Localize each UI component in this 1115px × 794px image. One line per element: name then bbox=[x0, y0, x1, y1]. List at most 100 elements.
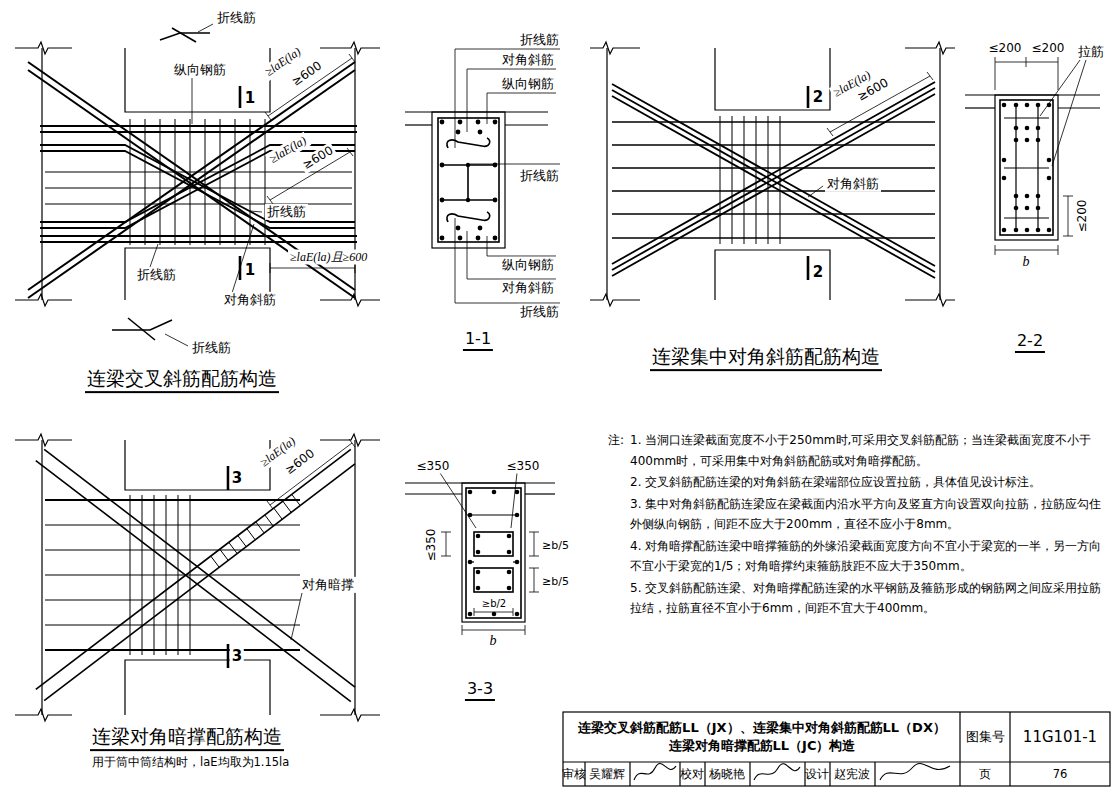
signature bbox=[634, 763, 676, 780]
dimension: ≥b/5 bbox=[540, 539, 571, 553]
dimension-line bbox=[511, 473, 517, 528]
section-outline bbox=[405, 124, 432, 125]
leader-line bbox=[487, 93, 556, 124]
diagonal-bar bbox=[612, 84, 935, 266]
stirrup bbox=[205, 119, 206, 245]
dimension-line bbox=[267, 196, 273, 204]
wall-outline bbox=[125, 48, 270, 112]
bar-dot bbox=[440, 236, 445, 241]
tie-bar bbox=[1004, 104, 1049, 232]
diagonal-bar bbox=[612, 96, 935, 278]
bar-label: 折线筋 bbox=[518, 168, 561, 184]
longitudinal-bar bbox=[45, 500, 300, 650]
bar-dot bbox=[493, 236, 498, 241]
tie-bar bbox=[467, 165, 469, 200]
dimension-line bbox=[462, 625, 463, 635]
leader-line bbox=[250, 211, 262, 212]
tie-bar bbox=[447, 212, 490, 222]
bar-label: 拉筋 bbox=[1076, 44, 1106, 60]
bar-label: 对角斜筋 bbox=[500, 280, 556, 296]
dimension-line bbox=[349, 439, 355, 447]
bar-dot bbox=[507, 586, 512, 591]
bar-dot bbox=[468, 490, 520, 617]
dimension-line bbox=[1068, 196, 1069, 236]
note: 2. 交叉斜筋配筋连梁的对角斜筋在梁端部位应设置拉筋，具体值见设计标注。 bbox=[628, 472, 1110, 493]
section-mark: 2 bbox=[811, 88, 825, 107]
waist-bar bbox=[45, 599, 300, 600]
dimension-line bbox=[995, 67, 996, 90]
bar-label: 纵向钢筋 bbox=[500, 76, 556, 92]
wall-outline bbox=[15, 434, 380, 721]
title-block-grid bbox=[704, 762, 705, 786]
dimension-line bbox=[474, 612, 513, 613]
leader-line bbox=[165, 334, 188, 346]
brace-hoop bbox=[256, 522, 264, 533]
leader-line bbox=[470, 164, 560, 165]
figure-title: 连梁对角暗撑配筋构造 bbox=[90, 725, 284, 751]
dimension-line bbox=[995, 62, 1058, 63]
note: 4. 对角暗撑配筋连梁中暗撑箍筋的外缘沿梁截面宽度方向不宜小于梁宽的一半，另一方… bbox=[628, 536, 1110, 577]
section-outline bbox=[965, 107, 995, 108]
bar-dot bbox=[476, 586, 481, 591]
dimension: ≤350 bbox=[505, 459, 542, 474]
section-title: 2-2 bbox=[1015, 331, 1045, 353]
stirrup bbox=[235, 119, 236, 245]
section-line bbox=[807, 86, 810, 280]
wall-outline bbox=[125, 440, 270, 490]
stirrup bbox=[780, 116, 781, 244]
longitudinal-bar bbox=[40, 131, 357, 133]
wall-outline bbox=[41, 48, 42, 300]
dimension-line bbox=[265, 54, 355, 273]
section-mark: 3 bbox=[230, 647, 244, 666]
longitudinal-bar bbox=[40, 125, 357, 127]
wall-outline bbox=[590, 294, 640, 306]
waist-bar bbox=[45, 624, 300, 625]
bar-dot bbox=[1025, 103, 1030, 108]
wall-outline bbox=[715, 250, 830, 300]
dimension-line bbox=[441, 556, 451, 557]
dimension-line bbox=[995, 250, 1058, 251]
bar-label: 对角斜筋 bbox=[500, 52, 556, 68]
section-mark: 3 bbox=[230, 469, 244, 488]
wall-outline bbox=[15, 434, 72, 446]
bar-dot bbox=[1047, 158, 1052, 163]
bar-dot bbox=[507, 570, 512, 575]
dimension-line bbox=[270, 268, 355, 269]
diagonal-bar bbox=[612, 94, 935, 276]
diagonal-bar bbox=[612, 82, 935, 278]
wall-outline bbox=[590, 42, 640, 54]
section-outline bbox=[432, 112, 505, 248]
dimension-line bbox=[265, 112, 271, 120]
diagonal-bar bbox=[612, 90, 935, 272]
bar-dot bbox=[476, 570, 481, 575]
bent-bar-symbol bbox=[128, 318, 155, 340]
dimension-line bbox=[513, 608, 514, 616]
section-title: 3-3 bbox=[465, 679, 495, 701]
bar-dot bbox=[507, 550, 512, 555]
bar-dot bbox=[440, 120, 445, 125]
section-outline bbox=[462, 483, 525, 622]
wall-outline bbox=[320, 294, 380, 306]
tie-bar bbox=[1004, 167, 1049, 168]
dimension-line bbox=[995, 57, 996, 67]
note: 5. 交叉斜筋配筋连梁、对角暗撑配筋连梁的水平钢筋及箍筋形成的钢筋网之间应采用拉… bbox=[628, 578, 1110, 619]
waist-bar bbox=[45, 524, 300, 525]
figure-title: 连梁交叉斜筋配筋构造 bbox=[85, 367, 279, 393]
dimension: ≤350 bbox=[424, 527, 439, 564]
section-line bbox=[807, 256, 810, 280]
wall-outline bbox=[905, 42, 955, 54]
wall-outline bbox=[15, 42, 72, 54]
brace-hoop bbox=[283, 501, 291, 512]
title-block-grid bbox=[959, 712, 960, 786]
dimension-line bbox=[446, 532, 447, 556]
stirrup bbox=[744, 116, 745, 244]
tie-bar bbox=[470, 515, 517, 562]
dimension: ≥b/2 bbox=[480, 598, 508, 611]
longitudinal-bar bbox=[612, 144, 935, 146]
stirrup bbox=[142, 495, 143, 655]
leader-line bbox=[455, 49, 560, 148]
dimension-line bbox=[529, 532, 539, 533]
dimension-line bbox=[525, 625, 526, 635]
wall-outline bbox=[15, 42, 380, 306]
section-outline bbox=[1000, 100, 1053, 235]
